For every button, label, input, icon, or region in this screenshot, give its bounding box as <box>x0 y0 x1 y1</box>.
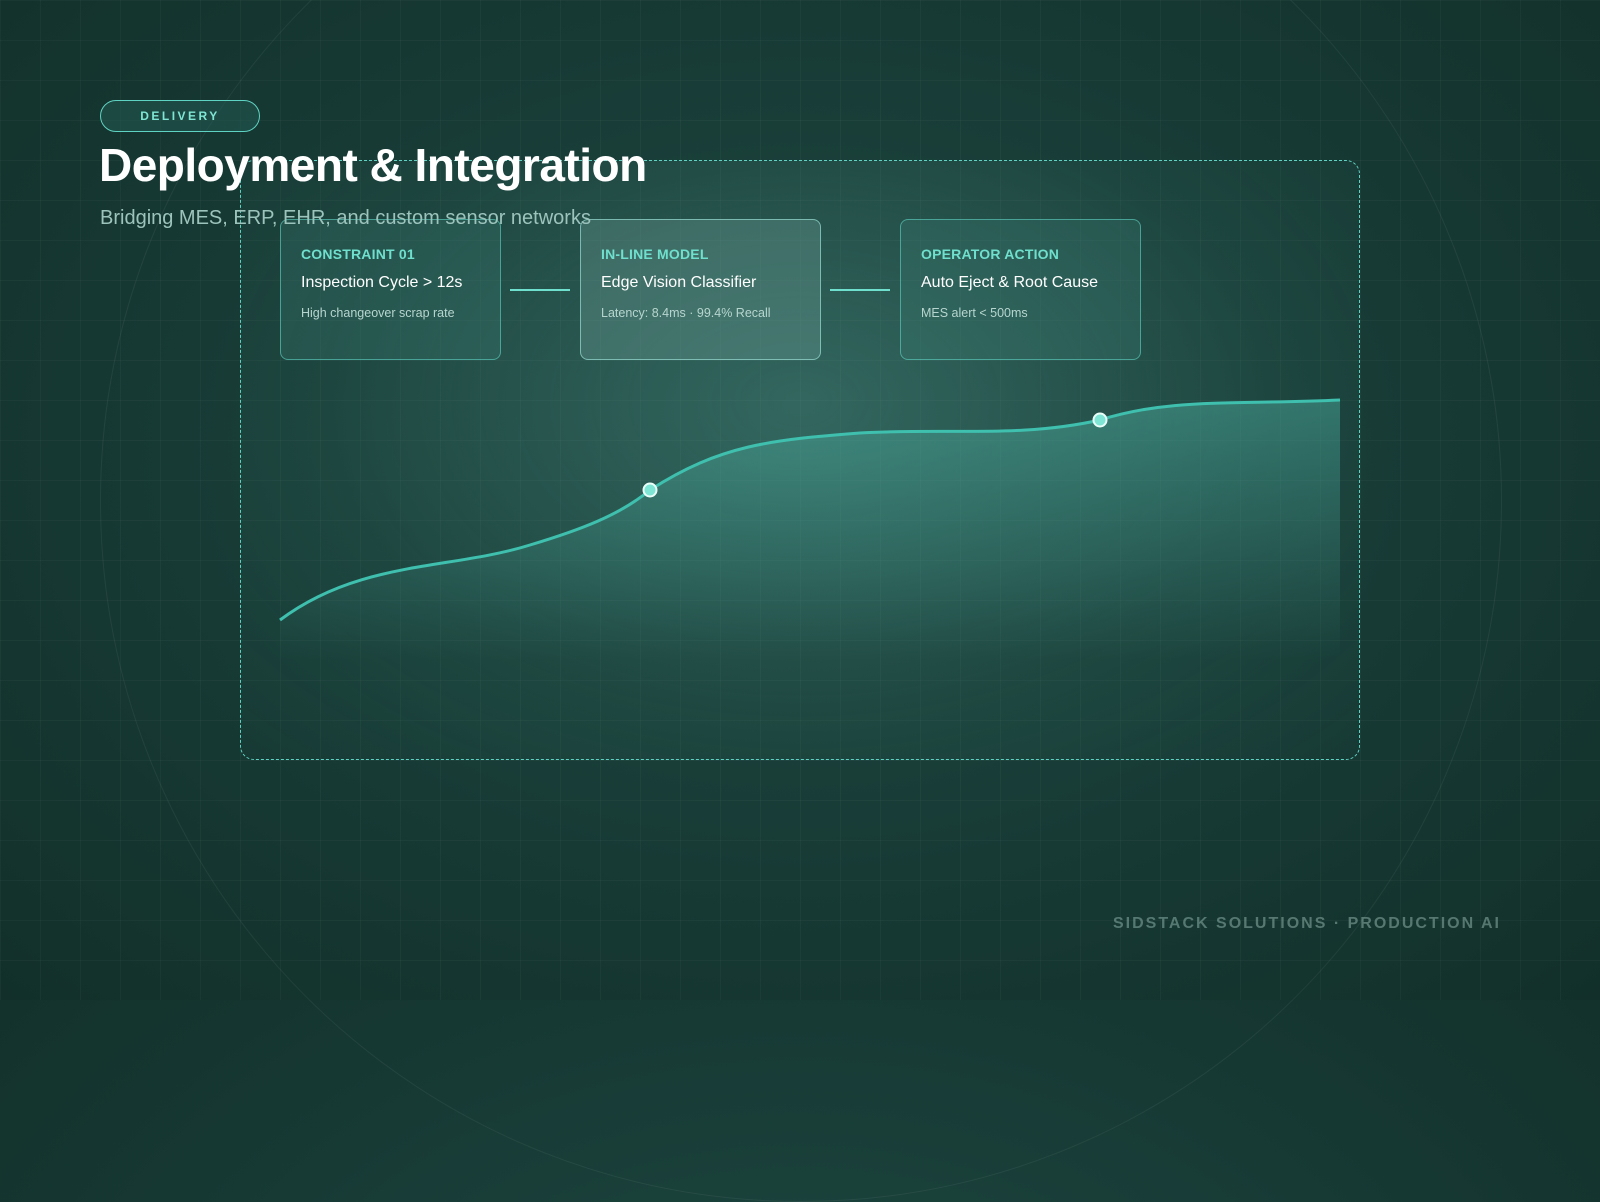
trend-curve-graphic <box>279 398 1341 660</box>
card-label: CONSTRAINT 01 <box>301 246 415 262</box>
connector-line <box>510 289 570 291</box>
card-label: IN-LINE MODEL <box>601 246 709 262</box>
section-badge: DELIVERY <box>100 100 260 132</box>
card-note: High changeover scrap rate <box>301 306 455 320</box>
card-label: OPERATOR ACTION <box>921 246 1060 262</box>
card-model: IN-LINE MODEL Edge Vision Classifier Lat… <box>580 219 821 360</box>
card-action: OPERATOR ACTION Auto Eject & Root Cause … <box>900 219 1141 360</box>
connector-line <box>830 289 890 291</box>
footer-brand: SIDSTACK SOLUTIONS · PRODUCTION AI <box>1113 915 1501 932</box>
card-title: Edge Vision Classifier <box>601 274 757 291</box>
page-subtitle: Bridging MES, ERP, EHR, and custom senso… <box>100 207 591 229</box>
card-title: Auto Eject & Root Cause <box>921 274 1098 291</box>
card-note: Latency: 8.4ms · 99.4% Recall <box>601 306 771 320</box>
page-title: Deployment & Integration <box>99 139 647 191</box>
card-constraint: CONSTRAINT 01 Inspection Cycle > 12s Hig… <box>280 219 501 360</box>
trend-marker <box>1092 412 1108 428</box>
trend-line <box>279 398 1341 622</box>
trend-area <box>280 400 1340 660</box>
trend-marker <box>642 482 658 498</box>
card-note: MES alert < 500ms <box>921 306 1028 320</box>
card-title: Inspection Cycle > 12s <box>301 274 463 291</box>
